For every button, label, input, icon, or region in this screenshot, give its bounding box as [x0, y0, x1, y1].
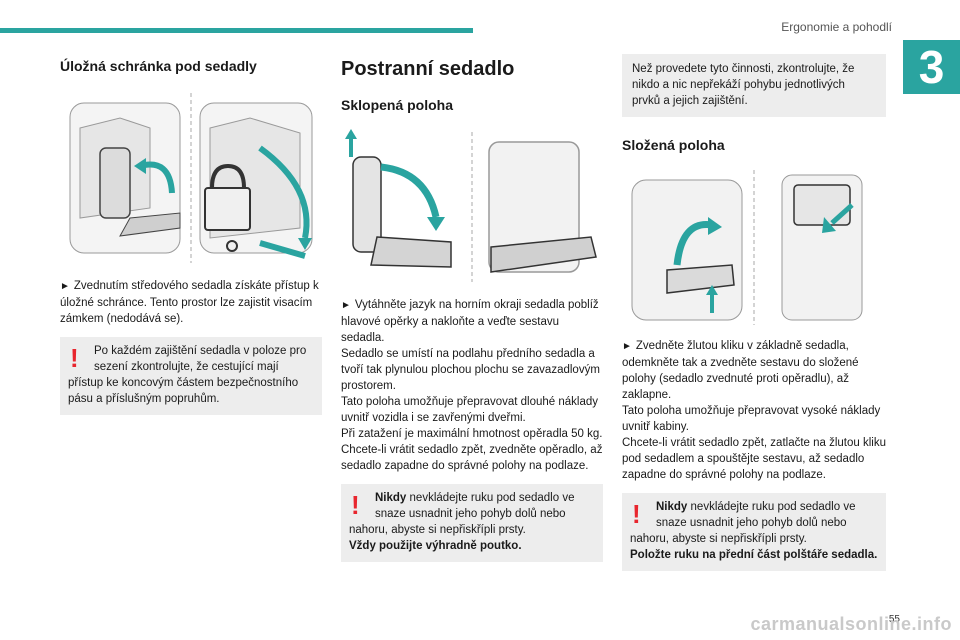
column-side-seat: Postranní sedadlo Sklopená poloha ►Vytáh… — [341, 50, 603, 562]
heading-storage-under-seats: Úložná schránka pod sedadly — [60, 58, 257, 74]
column-storage-under-seats: Úložná schránka pod sedadly ►Zvednutím s… — [60, 50, 322, 415]
heading-side-seat: Postranní sedadlo — [341, 58, 515, 80]
warning-exclamation-icon: ! — [632, 499, 641, 529]
illustration-seat-folded — [631, 170, 863, 325]
heading-stowed-position: Složená poloha — [622, 137, 725, 153]
warning-box-hand-fold: ! Nikdy nevkládejte ruku pod sedadlo ve … — [622, 493, 886, 571]
warning-exclamation-icon: ! — [351, 490, 360, 520]
info-box-check-obstacles: Než provedete tyto činnosti, zkontrolujt… — [622, 54, 886, 117]
step-storage: ►Zvednutím středového sedadla získáte př… — [60, 280, 319, 325]
illustration-side-seat-tilt — [345, 129, 597, 282]
warning-text: Po každém zajištění sedadla v poloze pro… — [68, 345, 307, 405]
step-arrow-icon: ► — [622, 341, 632, 352]
page-number: 55 — [888, 614, 900, 625]
warning-exclamation-icon: ! — [70, 343, 79, 373]
section-title: Ergonomie a pohodlí — [781, 20, 892, 34]
warning-box-seatbelt: ! Po každém zajištění sedadla v poloze p… — [60, 337, 322, 415]
warning-box-hand-tilt: ! Nikdy nevkládejte ruku pod sedadlo ve … — [341, 484, 603, 562]
watermark: carmanualsonline.info — [750, 614, 952, 634]
illustration-storage-padlock — [69, 93, 313, 263]
heading-folded-position: Sklopená poloha — [341, 97, 454, 113]
column-folded-position: Než provedete tyto činnosti, zkontrolujt… — [622, 50, 886, 571]
step-side-seat-tilt: ►Vytáhněte jazyk na horním okraji sedadl… — [341, 299, 603, 472]
chapter-number-badge: 3 — [903, 40, 960, 94]
header-accent-bar — [0, 28, 473, 33]
step-arrow-icon: ► — [341, 300, 351, 311]
step-seat-folded: ►Zvedněte žlutou kliku v základně sedadl… — [622, 340, 886, 481]
step-arrow-icon: ► — [60, 281, 70, 292]
